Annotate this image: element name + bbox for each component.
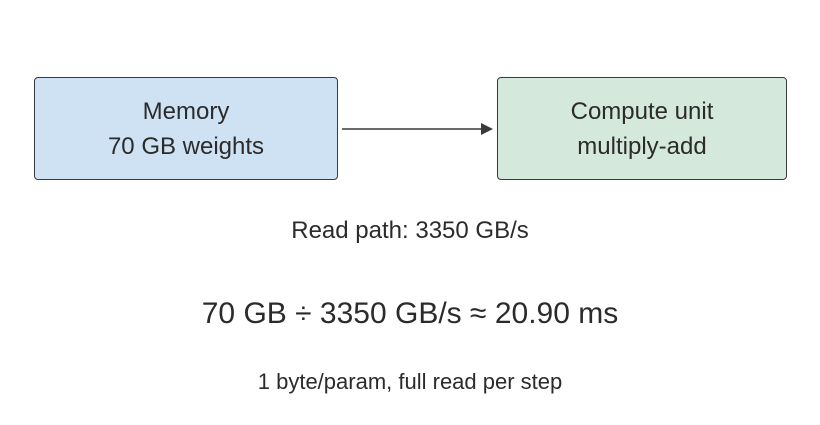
compute-subtitle: multiply-add — [577, 132, 707, 160]
latency-formula: 70 GB ÷ 3350 GB/s ≈ 20.90 ms — [201, 297, 619, 330]
read-arrow — [342, 123, 493, 135]
footnote: 1 byte/param, full read per step — [257, 369, 563, 394]
read-path-label: Read path: 3350 GB/s — [291, 217, 529, 244]
compute-title: Compute unit — [570, 97, 714, 125]
memory-box: Memory 70 GB weights — [34, 77, 338, 180]
arrow-head — [481, 123, 493, 135]
compute-unit-box: Compute unit multiply-add — [497, 77, 787, 180]
memory-subtitle: 70 GB weights — [107, 132, 265, 160]
memory-title: Memory — [142, 97, 230, 125]
